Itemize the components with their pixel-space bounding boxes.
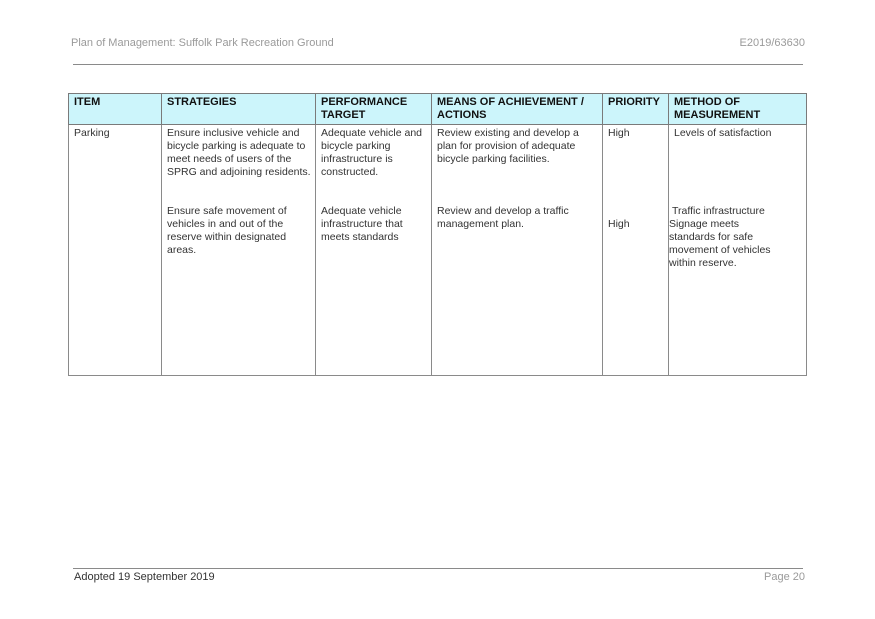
strategy-1: Ensure inclusive vehicle and bicycle par… xyxy=(167,127,311,178)
header-title: Plan of Management: Suffolk Park Recreat… xyxy=(71,37,334,49)
col-header-strategies: STRATEGIES xyxy=(161,93,316,125)
measurement-1: Levels of satisfaction xyxy=(674,127,772,139)
adoption-date: Adopted 19 September 2019 xyxy=(74,571,215,583)
col-header-method-of-measurement: METHOD OF MEASUREMENT xyxy=(668,93,807,125)
cell-priority: High High xyxy=(602,124,669,376)
target-1: Adequate vehicle and bicycle parking inf… xyxy=(321,127,422,178)
priority-2: High xyxy=(608,218,630,230)
col-header-item: ITEM xyxy=(68,93,162,125)
measurement-2a: Traffic infrastructure xyxy=(672,205,765,217)
strategy-2: Ensure safe movement of vehicles in and … xyxy=(167,205,287,256)
table-row: Parking Ensure inclusive vehicle and bic… xyxy=(68,124,807,376)
priority-1: High xyxy=(608,127,630,139)
cell-item: Parking xyxy=(68,124,162,376)
measurement-2b: Signage meets standards for safe movemen… xyxy=(669,218,771,269)
page-number: Page 20 xyxy=(764,571,805,583)
document-reference: E2019/63630 xyxy=(739,37,805,49)
management-table: ITEM STRATEGIES PERFORMANCE TARGET MEANS… xyxy=(68,93,807,376)
cell-strategies: Ensure inclusive vehicle and bicycle par… xyxy=(161,124,316,376)
col-header-means-of-achievement: MEANS OF ACHIEVEMENT / ACTIONS xyxy=(431,93,603,125)
action-1: Review existing and develop a plan for p… xyxy=(437,127,579,165)
col-header-priority: PRIORITY xyxy=(602,93,669,125)
col-header-performance-target: PERFORMANCE TARGET xyxy=(315,93,432,125)
table-header-row: ITEM STRATEGIES PERFORMANCE TARGET MEANS… xyxy=(68,93,807,125)
header-divider xyxy=(73,64,803,65)
target-2: Adequate vehicle infrastructure that mee… xyxy=(321,205,403,243)
footer-divider xyxy=(73,568,803,569)
action-2: Review and develop a traffic management … xyxy=(437,205,569,230)
item-label: Parking xyxy=(74,127,110,139)
cell-means-of-achievement: Review existing and develop a plan for p… xyxy=(431,124,603,376)
cell-performance-target: Adequate vehicle and bicycle parking inf… xyxy=(315,124,432,376)
cell-method-of-measurement: Levels of satisfaction Traffic infrastru… xyxy=(668,124,807,376)
